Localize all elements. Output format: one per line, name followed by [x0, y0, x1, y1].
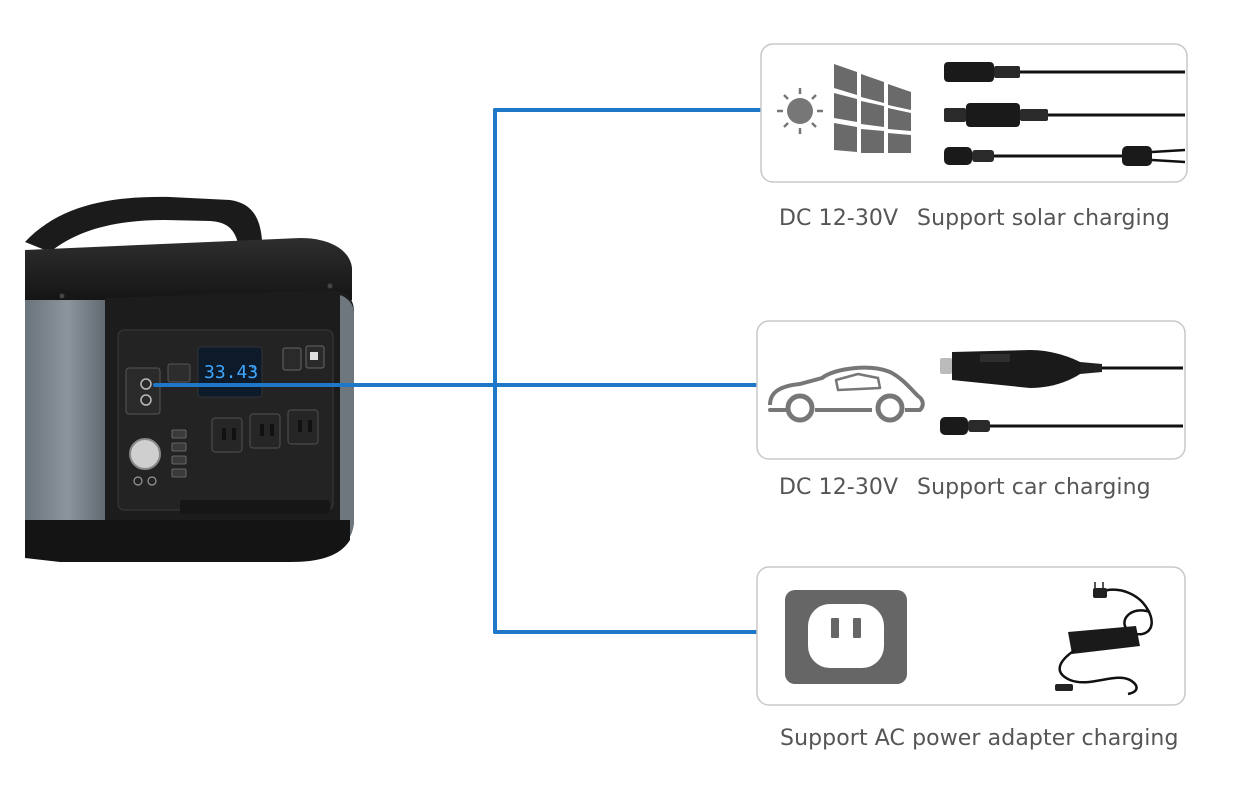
car-icon	[768, 365, 925, 423]
solar-panel-icon	[834, 64, 911, 153]
usb-ports	[171, 429, 187, 478]
power-station-device: 33.43 5	[25, 196, 354, 562]
solar-description-label: Support solar charging	[917, 206, 1170, 231]
car-voltage-label: DC 12-30V	[779, 475, 899, 500]
car-option-panel	[756, 320, 1186, 460]
connector-lines	[153, 108, 762, 634]
car-lighter-plug-icon	[940, 350, 1183, 388]
carry-handle	[25, 196, 262, 252]
mc4-cable-icon	[944, 103, 1185, 127]
sun-icon	[777, 88, 823, 134]
device-base	[25, 520, 350, 562]
dc-plug-cable-icon	[944, 146, 1186, 166]
power-adapter-icon	[1055, 582, 1153, 696]
device-lid	[25, 238, 352, 300]
car-description-label: Support car charging	[917, 475, 1151, 500]
lcd-unit: 5	[251, 365, 256, 375]
solar-option-panel	[760, 43, 1188, 183]
power-button	[129, 438, 161, 470]
dc-plug-cable-icon	[940, 417, 1183, 435]
solar-voltage-label: DC 12-30V	[779, 206, 899, 231]
lcd-value: 33.43	[204, 362, 258, 383]
ac-option-panel	[756, 566, 1186, 706]
ac-outlet-icon	[785, 590, 907, 684]
dc-input-ports	[125, 367, 161, 415]
ac-description-label: Support AC power adapter charging	[780, 726, 1179, 751]
mc4-connector-icon	[944, 62, 1185, 82]
device-side-panel	[25, 300, 110, 540]
ac-outlets	[211, 409, 319, 453]
